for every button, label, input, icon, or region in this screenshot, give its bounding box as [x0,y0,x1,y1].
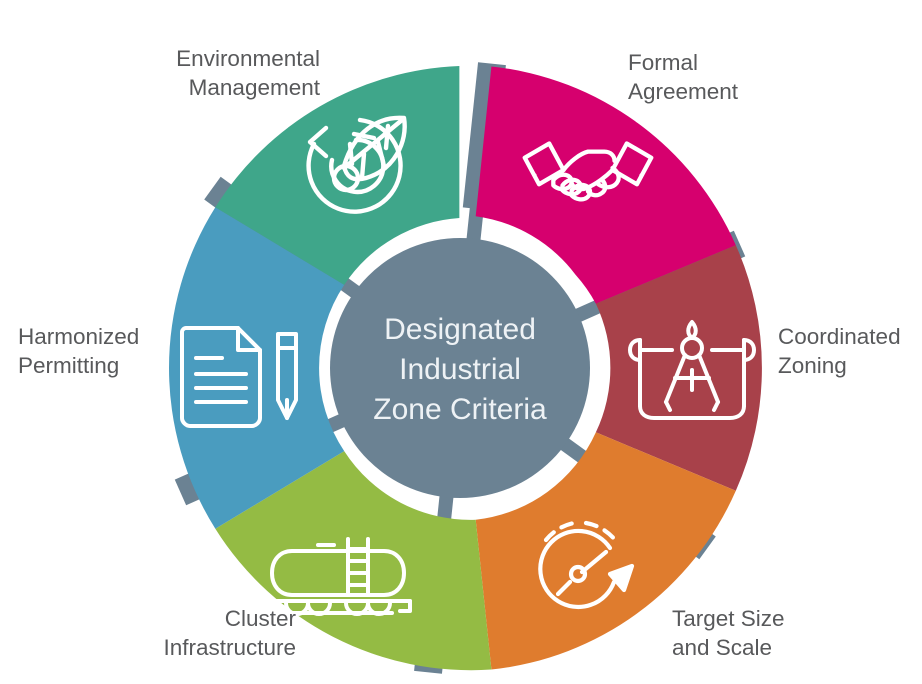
segment-formal-agreement[interactable] [475,66,736,304]
segment-harmonized-permitting[interactable] [169,207,345,529]
segment-coordinated-zoning[interactable] [595,245,762,491]
label-target-size-and-scale: Target Size and Scale [672,606,785,660]
center-text-line-1: Designated [384,313,536,346]
speedometer-icon [538,520,635,610]
label-harmonized-permitting: Harmonized Permitting [18,324,140,378]
segment-target-size-and-scale[interactable] [475,432,736,670]
compass-blueprint-icon [628,320,756,420]
center-hub-circle [330,238,590,498]
label-coordinated-zoning: Coordinated Zoning [778,324,901,378]
label-environmental-management: Environmental Management [176,46,320,100]
segment-cluster-infrastructure[interactable] [215,451,492,671]
tank-rail-car-icon [264,537,412,616]
label-cluster-infrastructure: Cluster Infrastructure [163,606,296,660]
handshake-icon [522,141,654,202]
center-hub[interactable]: Designated Industrial Zone Criteria [330,238,590,498]
segment-environmental-management[interactable] [215,66,460,285]
center-text-line-2: Industrial [399,353,521,386]
segment-harmonized-permitting-arc[interactable] [169,207,345,529]
document-pen-icon [180,326,298,428]
center-text-line-3: Zone Criteria [373,393,547,426]
label-formal-agreement: Formal Agreement [628,50,739,104]
leaf-recycle-icon [306,115,407,214]
